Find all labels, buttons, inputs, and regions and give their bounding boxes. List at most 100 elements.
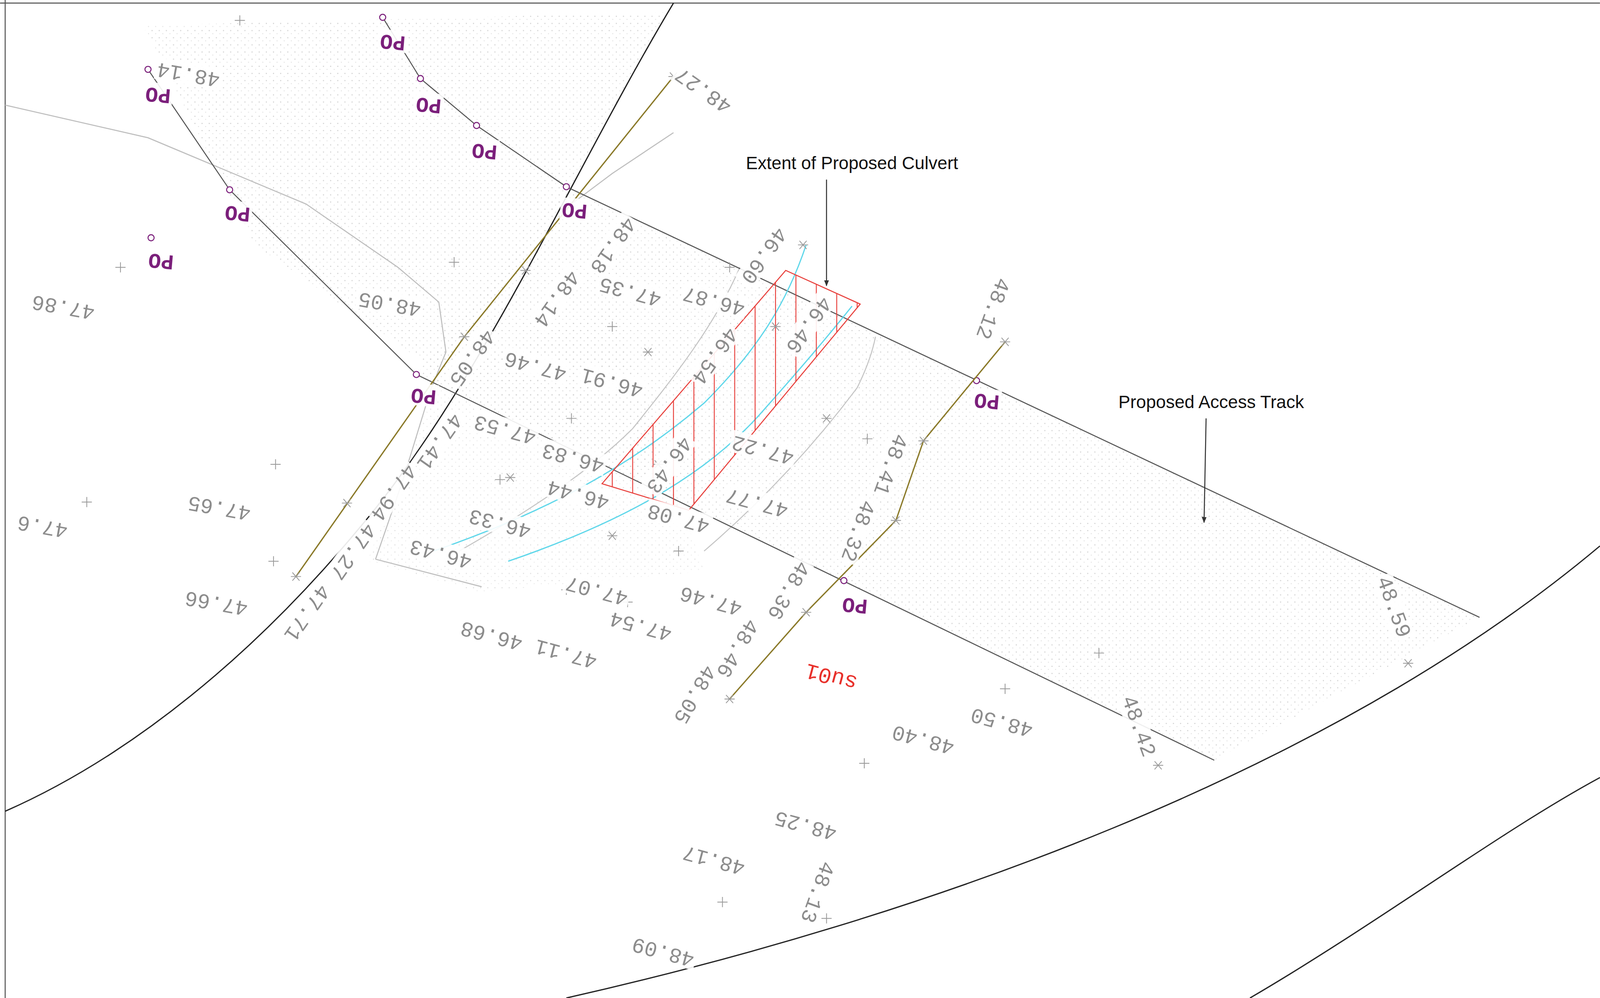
- spot-height: 47.11: [531, 633, 602, 673]
- spot-height: 47.77: [722, 482, 793, 522]
- pole-markers: [145, 14, 980, 584]
- spot-height: 46.33: [464, 503, 535, 542]
- spot-height: 46.44: [543, 474, 614, 513]
- survey-star: [1402, 659, 1414, 668]
- survey-star: [342, 498, 353, 507]
- spot-height: 48.17: [679, 839, 750, 879]
- spot-height: 47.07: [561, 570, 633, 609]
- spot-height: 47.22: [728, 429, 799, 469]
- hedge-line: [295, 76, 674, 577]
- spot-height: 48.59: [1371, 572, 1415, 643]
- road-edge: [5, 2, 674, 811]
- spot-height: 47.94: [364, 458, 421, 526]
- spot-height: 48.50: [967, 702, 1038, 741]
- spot-height: 46.83: [538, 438, 609, 477]
- frame-line: [0, 2, 1600, 4]
- spot-height: 48.18: [583, 211, 641, 279]
- survey-star: [918, 436, 929, 445]
- pole-label: PO: [377, 28, 409, 54]
- spot-marker: [81, 496, 92, 507]
- spot-marker: [566, 413, 577, 424]
- spot-marker: [115, 262, 126, 273]
- spot-height: 47.35: [595, 271, 666, 310]
- leader-line: [826, 179, 828, 286]
- spot-marker: [717, 896, 728, 907]
- spot-marker: [607, 321, 618, 332]
- survey-star: [890, 516, 902, 525]
- hedge-line: [729, 341, 1006, 699]
- watercourse-edge: [433, 244, 807, 551]
- pole-label: PO: [408, 382, 439, 408]
- survey-star: [797, 240, 809, 249]
- spot-height: 47.53: [470, 409, 541, 448]
- stipple-area: [367, 306, 705, 592]
- spot-height: 46.91: [577, 362, 648, 401]
- spot-height: 48.14: [528, 264, 585, 332]
- spot-marker: [1000, 683, 1011, 694]
- track-edge: [147, 69, 1215, 761]
- spot-height: 46.68: [456, 615, 527, 654]
- spot-marker: [1093, 647, 1105, 658]
- spot-height: 48.13: [794, 856, 839, 927]
- spot-height: 46.43: [640, 430, 697, 498]
- survey-star: [770, 322, 781, 331]
- spot-height: 46.43: [405, 533, 476, 573]
- spot-height: 48.32: [835, 495, 880, 566]
- spot-height: 48.42: [1115, 691, 1160, 762]
- pole-label: PO: [839, 591, 871, 617]
- section-label: su01: [801, 657, 862, 694]
- pole-label: PO: [142, 81, 174, 107]
- spot-height: 48.12: [969, 273, 1014, 344]
- survey-star: [724, 694, 735, 703]
- survey-star: [290, 572, 302, 581]
- track-edge: [382, 17, 1480, 618]
- survey-star: [505, 473, 516, 482]
- spot-height: 48.46: [710, 613, 763, 683]
- survey-star: [607, 531, 618, 540]
- survey-star: [459, 332, 470, 341]
- spot-height: 48.25: [770, 805, 842, 844]
- contour-line: [571, 132, 674, 205]
- spot-height: 48.05: [443, 323, 500, 391]
- spot-height: 48.41: [868, 429, 912, 500]
- pole-label: PO: [145, 248, 177, 273]
- spot-height: 48.40: [888, 719, 959, 759]
- callout-text: Extent of Proposed Culvert: [744, 153, 960, 173]
- survey-star: [1153, 761, 1164, 770]
- survey-star: [821, 414, 832, 423]
- spot-marker: [494, 474, 505, 485]
- spot-height: 47.46: [500, 345, 571, 385]
- spot-height: 48.27: [670, 61, 738, 118]
- spot-height: 46.46: [780, 290, 837, 359]
- pole-label: PO: [971, 387, 1002, 413]
- spot-height: 46.60: [734, 221, 792, 289]
- survey-star: [520, 266, 531, 275]
- spot-marker: [234, 15, 245, 26]
- spot-height: 46.87: [679, 280, 750, 320]
- spot-height: 47.27: [323, 517, 381, 585]
- fence-line: [5, 105, 446, 560]
- survey-star: [800, 608, 811, 617]
- spot-height: 46.54: [686, 321, 743, 389]
- spot-height: 47.6: [14, 509, 72, 541]
- spot-marker: [821, 913, 832, 924]
- spot-height: 48.05: [355, 286, 425, 320]
- survey-stars: [290, 72, 1414, 770]
- survey-star: [642, 347, 653, 357]
- spot-marker: [673, 545, 684, 557]
- spot-marker: [268, 556, 279, 567]
- leader-line: [1204, 418, 1207, 523]
- pole-label: PO: [469, 137, 500, 163]
- pole-label: PO: [222, 200, 253, 225]
- spot-height: 47.54: [605, 606, 676, 645]
- spot-height: 47.71: [277, 578, 335, 646]
- callout-text: Proposed Access Track: [1116, 392, 1306, 412]
- spot-marker: [724, 262, 735, 273]
- spot-height: 47.46: [676, 580, 747, 620]
- spot-marker: [270, 459, 281, 470]
- spot-marker: [862, 433, 873, 444]
- spot-height-markers: [81, 15, 1105, 924]
- survey-star: [1000, 337, 1011, 346]
